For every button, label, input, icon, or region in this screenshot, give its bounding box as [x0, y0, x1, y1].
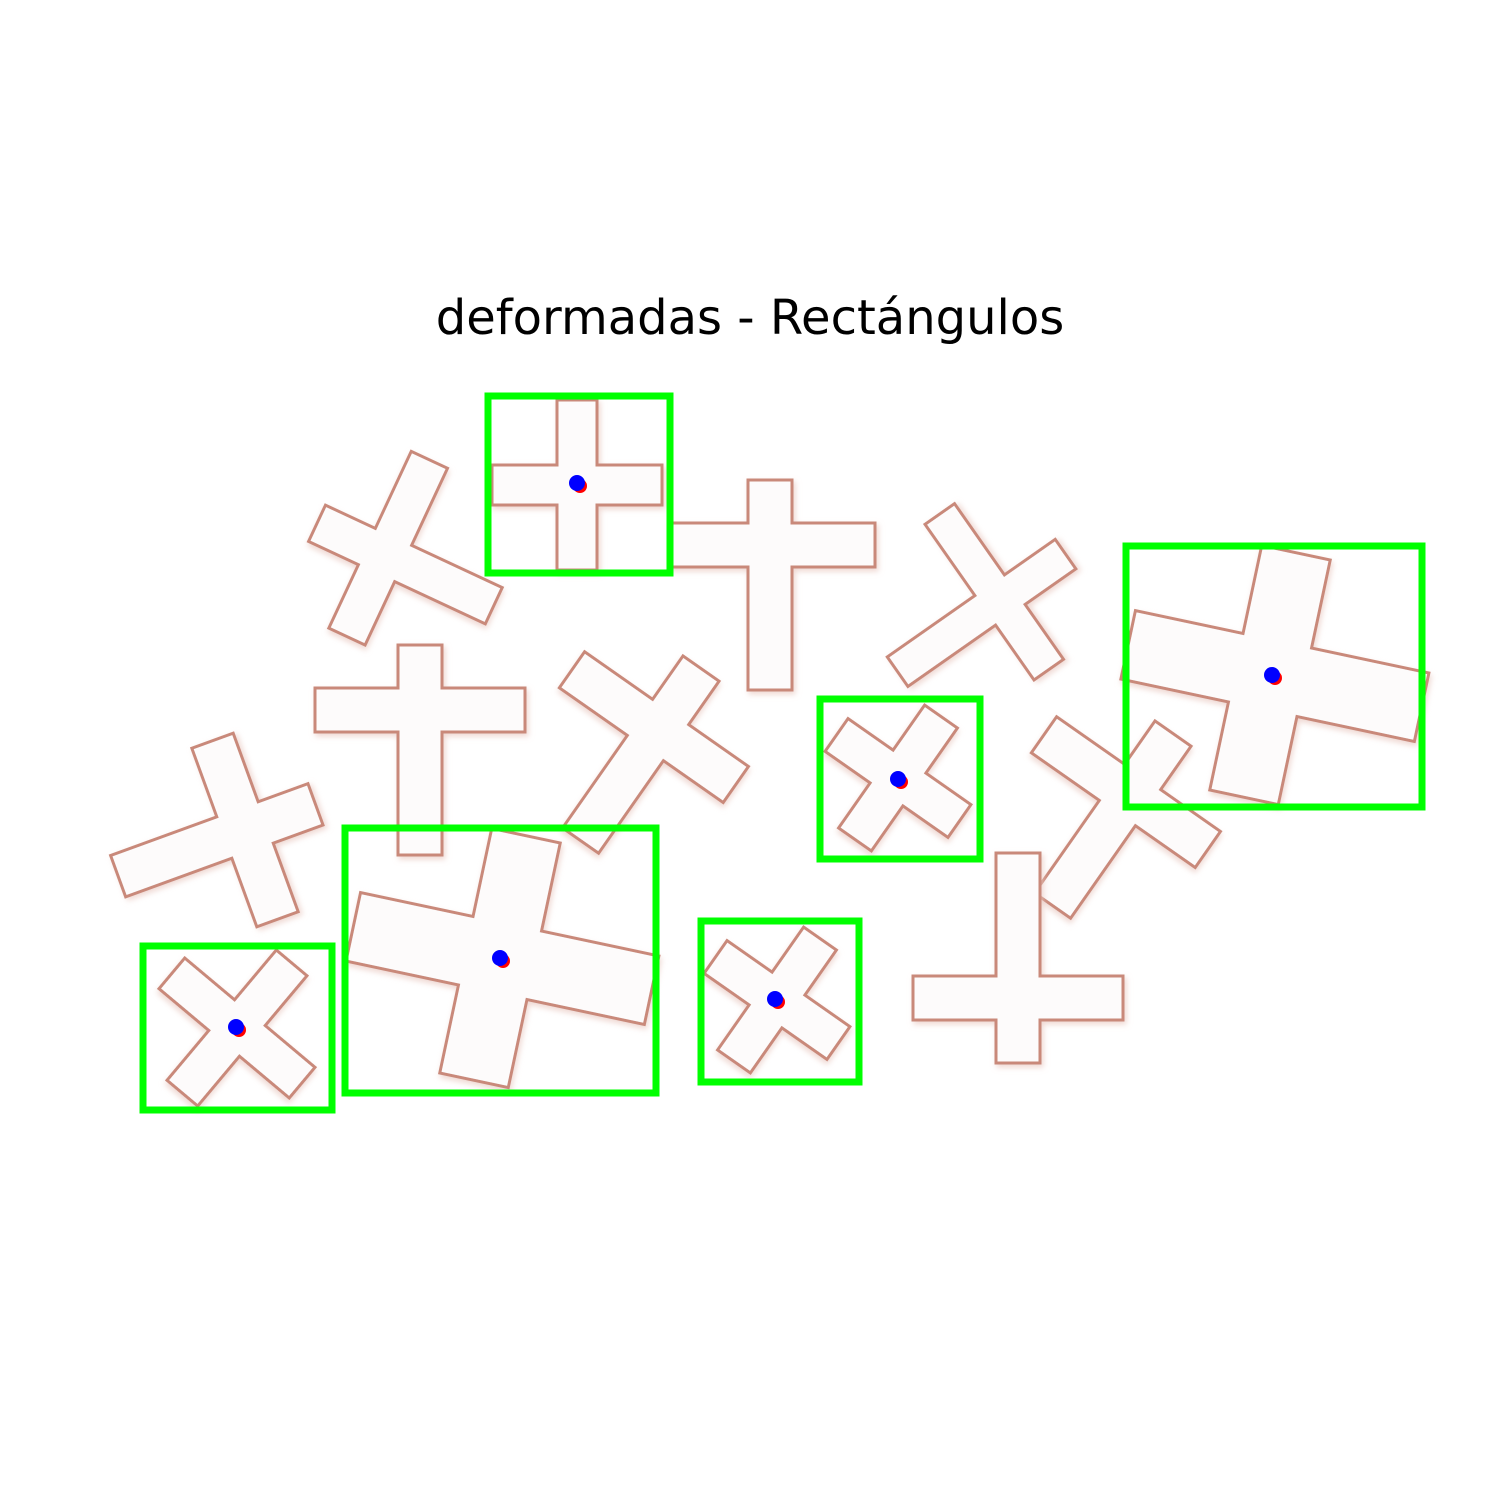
- centroid-marker-blue: [767, 991, 783, 1007]
- cross-shape: [885, 501, 1078, 689]
- cross-shape: [557, 649, 751, 856]
- centroid-marker-blue: [569, 475, 585, 491]
- bounding-box: [697, 917, 863, 1086]
- bounding-box: [1122, 542, 1426, 811]
- bounding-box: [139, 942, 336, 1114]
- cross-shape: [306, 449, 505, 648]
- cross-shape: [668, 478, 877, 692]
- cross-shape: [1029, 714, 1223, 921]
- cross-shapes-layer: [108, 398, 1431, 1109]
- bounding-boxes-layer: [139, 392, 1426, 1114]
- cross-shape: [313, 643, 527, 857]
- cross-shape: [911, 851, 1125, 1065]
- centroid-marker-blue: [228, 1019, 244, 1035]
- centroids-layer: [228, 475, 1282, 1037]
- cross-shape: [108, 731, 325, 929]
- bounding-box: [341, 824, 660, 1097]
- bounding-box: [484, 392, 674, 577]
- centroid-marker-blue: [1264, 667, 1280, 683]
- centroid-marker-blue: [890, 771, 906, 787]
- centroid-marker-blue: [492, 950, 508, 966]
- bounding-box: [816, 695, 984, 863]
- figure-title: deformadas - Rectángulos: [435, 290, 1065, 346]
